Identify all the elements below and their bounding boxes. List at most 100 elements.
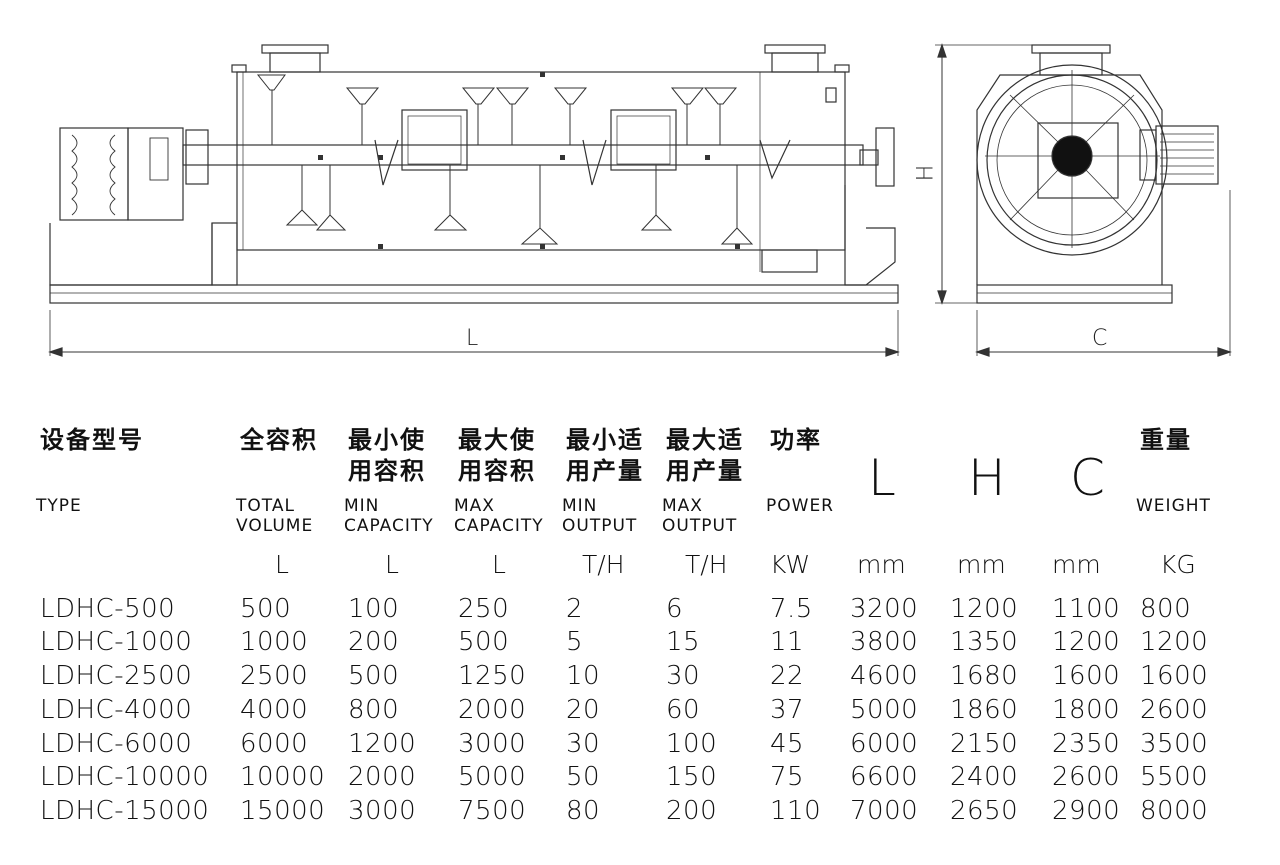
cell-width: 1600 [1052,661,1121,691]
cell-type: LDHC-1000 [40,627,193,657]
header-width-symbol: C [1070,449,1105,507]
cell-max-capacity: 2000 [458,695,527,725]
header-power-en: POWER [766,496,834,516]
cell-max-capacity: 5000 [458,762,527,792]
cell-min-capacity: 100 [348,594,400,624]
cell-height: 1200 [950,594,1019,624]
cell-height: 1350 [950,627,1019,657]
cell-height: 1860 [950,695,1019,725]
header-min-capacity-unit: L [385,550,399,579]
base-frame [49,284,899,304]
cell-type: LDHC-4000 [40,695,193,725]
cell-max-capacity: 250 [458,594,510,624]
cell-max-output: 30 [666,661,701,691]
width-dimension-label: C [1092,326,1108,351]
cell-power: 110 [770,796,822,826]
cell-total-volume: 6000 [240,729,309,759]
cell-min-capacity: 800 [348,695,400,725]
lower-paddles [285,165,754,245]
header-total-volume-unit: L [275,550,289,579]
end-flange [976,64,1168,256]
cell-length: 5000 [850,695,919,725]
cell-total-volume: 1000 [240,627,309,657]
cell-power: 11 [770,627,805,657]
header-total-volume-zh: 全容积 [240,426,318,454]
cell-min-output: 2 [566,594,584,624]
cell-max-output: 6 [666,594,684,624]
technical-drawing: L H C [0,0,1280,370]
header-height-symbol: H [968,449,1006,507]
cell-power: 45 [770,729,805,759]
header-power-zh: 功率 [770,426,822,454]
cell-weight: 5500 [1140,762,1209,792]
cell-min-capacity: 2000 [348,762,417,792]
inspection-window-1 [401,109,468,171]
cell-min-output: 50 [566,762,601,792]
cell-type: LDHC-15000 [40,796,210,826]
cell-weight: 1200 [1140,627,1209,657]
cell-width: 2900 [1052,796,1121,826]
length-dimension-label: L [466,326,479,351]
right-support [844,185,896,286]
header-weight-unit: KG [1160,550,1196,579]
header-weight-zh: 重量 [1140,426,1192,454]
cell-height: 2150 [950,729,1019,759]
front-view [48,44,900,357]
cell-power: 22 [770,661,805,691]
cell-min-capacity: 3000 [348,796,417,826]
cell-min-capacity: 500 [348,661,400,691]
cell-height: 1680 [950,661,1019,691]
cell-total-volume: 10000 [240,762,326,792]
cell-total-volume: 500 [240,594,292,624]
motor [1139,125,1219,185]
cell-weight: 800 [1140,594,1192,624]
cell-max-output: 60 [666,695,701,725]
cell-max-output: 100 [666,729,718,759]
cell-height: 2650 [950,796,1019,826]
left-inlet [261,44,329,73]
cell-width: 1200 [1052,627,1121,657]
cell-weight: 8000 [1140,796,1209,826]
cell-min-output: 10 [566,661,601,691]
cell-type: LDHC-6000 [40,729,193,759]
cell-min-output: 5 [566,627,584,657]
cell-total-volume: 4000 [240,695,309,725]
cell-power: 7.5 [770,594,813,624]
inspection-window-2 [610,109,677,171]
cell-power: 37 [770,695,805,725]
cell-max-output: 200 [666,796,718,826]
header-min-output-zh: 最小适用产量 [566,426,644,485]
cell-width: 1800 [1052,695,1121,725]
cell-length: 7000 [850,796,919,826]
cell-width: 1100 [1052,594,1121,624]
header-max-output-unit: T/H [685,550,728,579]
cell-max-output: 150 [666,762,718,792]
cell-weight: 2600 [1140,695,1209,725]
cell-type: LDHC-10000 [40,762,210,792]
cell-min-output: 30 [566,729,601,759]
header-min-output-unit: T/H [582,550,625,579]
cell-max-capacity: 3000 [458,729,527,759]
cell-weight: 1600 [1140,661,1209,691]
cell-total-volume: 15000 [240,796,326,826]
cell-length: 4600 [850,661,919,691]
cell-length: 6600 [850,762,919,792]
upper-paddles [256,74,738,145]
cell-type: LDHC-500 [40,594,176,624]
cell-width: 2600 [1052,762,1121,792]
cell-weight: 3500 [1140,729,1209,759]
header-length-unit: mm [857,550,906,579]
header-length-symbol: L [868,449,896,507]
right-inlet [764,44,826,73]
cell-max-capacity: 7500 [458,796,527,826]
cell-max-capacity: 500 [458,627,510,657]
header-max-output-zh: 最大适用产量 [666,426,744,485]
header-power-unit: KW [770,550,811,579]
cell-min-output: 20 [566,695,601,725]
cell-length: 3800 [850,627,919,657]
